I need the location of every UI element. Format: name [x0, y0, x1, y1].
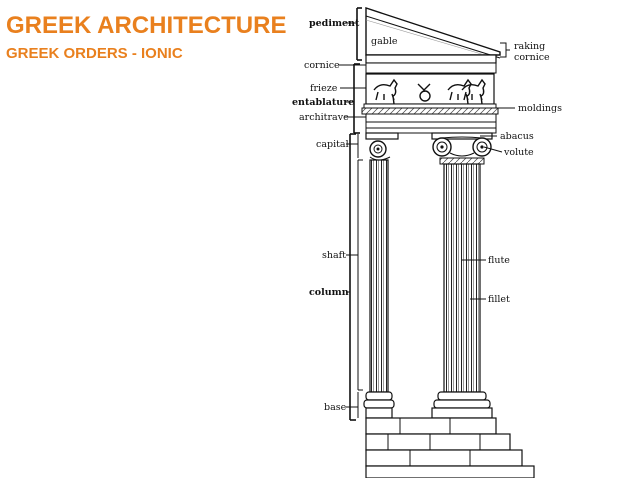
label-frieze: frieze	[310, 83, 338, 94]
label-cornice: cornice	[304, 60, 340, 71]
left-brackets	[349, 7, 363, 421]
stylobate-steps	[365, 417, 535, 478]
page-subtitle: GREEK ORDERS - IONIC	[6, 45, 183, 62]
label-shaft: shaft	[322, 250, 346, 261]
frieze-shape	[365, 73, 495, 105]
architrave-shape	[361, 103, 499, 134]
page-title: GREEK ARCHITECTURE	[6, 12, 287, 39]
left-column	[363, 132, 399, 419]
label-abacus: abacus	[500, 131, 534, 142]
label-fillet: fillet	[488, 294, 510, 305]
horse-relief	[373, 78, 486, 105]
label-raking-cornice: cornice	[514, 52, 550, 63]
label-capital: capital	[316, 139, 349, 150]
label-volute: volute	[503, 147, 534, 158]
label-architrave: architrave	[299, 112, 349, 123]
leader-lines	[338, 22, 515, 408]
label-raking: raking	[514, 41, 545, 52]
cornice-shape	[365, 54, 497, 74]
right-column	[431, 132, 493, 419]
label-pediment: pediment	[309, 18, 360, 29]
label-base: base	[324, 402, 347, 413]
label-entablature: entablature	[292, 97, 354, 108]
label-gable: gable	[371, 36, 398, 47]
label-moldings: moldings	[518, 103, 562, 114]
pediment-shape	[365, 7, 501, 59]
label-flute: flute	[488, 255, 510, 266]
label-column: column	[309, 287, 349, 298]
